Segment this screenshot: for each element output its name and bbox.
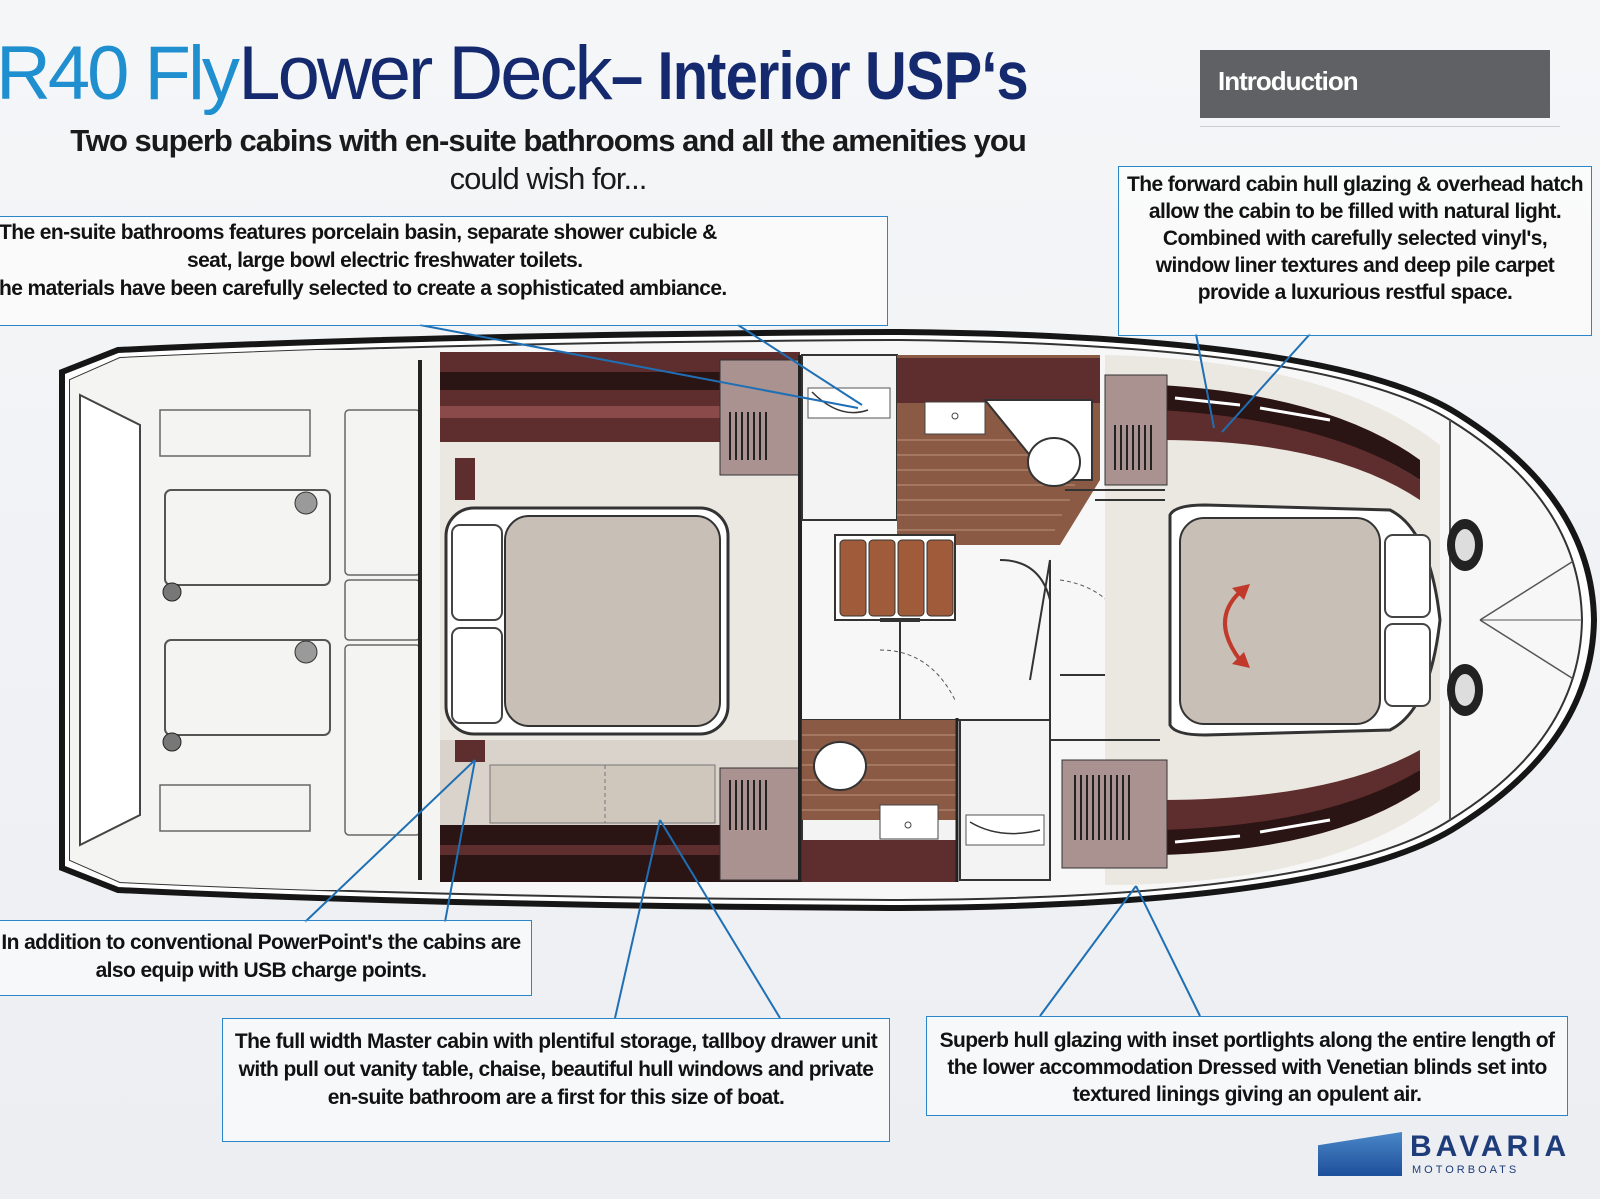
page-title: R40 Fly Lower Deck – Interior USP‘s [0, 30, 1101, 117]
callout-forward-cabin: The forward cabin hull glazing & overhea… [1118, 166, 1592, 336]
introduction-tab: Introduction [1200, 50, 1550, 118]
callout-usb-charge-points: In addition to conventional PowerPoint's… [0, 920, 532, 996]
callout-ensuite-line-1: The en-suite bathrooms features porcelai… [0, 221, 717, 244]
title-deck: Lower Deck [238, 31, 612, 116]
title-heading: – Interior USP‘s [611, 38, 1029, 114]
bavaria-logo-mark-icon [1318, 1132, 1402, 1176]
callout-hull-glazing: Superb hull glazing with inset portlight… [926, 1016, 1568, 1116]
callout-ensuite-bathrooms: The en-suite bathrooms features porcelai… [0, 216, 888, 326]
callout-master-cabin: The full width Master cabin with plentif… [222, 1018, 890, 1142]
bavaria-logo: BAVARIA MOTORBOATS [1318, 1130, 1568, 1180]
title-model: R40 Fly [0, 31, 240, 116]
logo-brand: BAVARIA [1410, 1130, 1571, 1163]
logo-sub: MOTORBOATS [1412, 1164, 1520, 1176]
subtitle-line-1: Two superb cabins with en-suite bathroom… [70, 123, 1027, 158]
page-subtitle: Two superb cabins with en-suite bathroom… [8, 122, 1088, 198]
callout-ensuite-line-2: seat, large bowl electric freshwater toi… [187, 249, 583, 272]
callout-ensuite-line-3: he materials have been carefully selecte… [0, 277, 727, 300]
header-divider [1200, 126, 1560, 127]
subtitle-line-2: could wish for... [449, 161, 648, 196]
